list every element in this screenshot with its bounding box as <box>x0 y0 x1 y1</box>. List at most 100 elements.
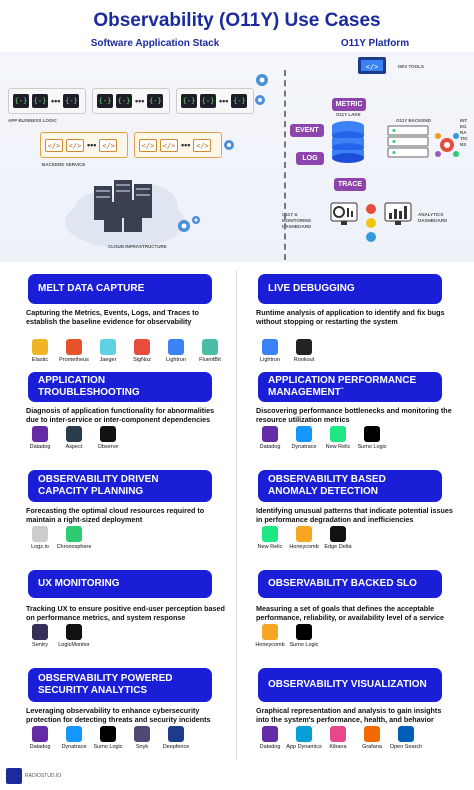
metric-tag: METRIC <box>332 98 366 111</box>
code-icon: </> <box>66 138 84 152</box>
app-logic-box-2: {-}{-}•••{-} <box>92 88 170 114</box>
tool-item: Jaeger <box>94 339 122 364</box>
honeycomb-icon <box>262 624 278 640</box>
tool-label: Elastic <box>31 357 49 363</box>
tool-item: Edge Delta <box>324 526 352 551</box>
tool-label: Deepfence <box>162 744 190 750</box>
jaeger-icon <box>100 339 116 355</box>
tool-list: Lightrun Rookout <box>256 339 318 364</box>
o11y-lake-database-icon <box>332 121 364 163</box>
datadog-icon <box>262 726 278 742</box>
section-title: OBSERVABILITY DRIVEN CAPACITY PLANNING <box>28 470 212 502</box>
datadog-icon <box>32 726 48 742</box>
lightrun-icon <box>262 339 278 355</box>
fluentbit-icon <box>202 339 218 355</box>
tool-item: Observe <box>94 426 122 451</box>
kibana-icon <box>330 726 346 742</box>
tool-list: Sentry LogicMonitor <box>26 624 90 649</box>
app-logic-box-3: {-}{-}•••{-} <box>176 88 254 114</box>
newrelic-icon <box>262 526 278 542</box>
tool-label: Kibana <box>329 744 347 750</box>
tool-item: Sumo Logic <box>93 726 123 751</box>
integrations-icon <box>435 133 459 157</box>
tool-item: Open Search <box>389 726 423 751</box>
logicmonitor-icon <box>66 624 82 640</box>
tool-label: SigNoz <box>133 357 151 363</box>
chronosphere-icon <box>66 526 82 542</box>
honeycomb-icon <box>296 526 312 542</box>
deepfence-icon <box>168 726 184 742</box>
tool-label: Aspect <box>65 444 83 450</box>
section-description: Discovering performance bottlenecks and … <box>256 406 452 424</box>
tool-label: Sumo Logic <box>93 744 123 750</box>
tool-label: New Relic <box>257 544 283 550</box>
tool-item: App Dynamics <box>286 726 322 751</box>
tool-item: Deepfence <box>162 726 190 751</box>
dynatrace-icon <box>66 726 82 742</box>
app-business-logic-label: APP BUSINESS LOGIC <box>8 118 57 123</box>
newrelic-icon <box>330 426 346 442</box>
section-title: OBSERVABILITY VISUALIZATION <box>258 668 442 702</box>
tool-label: Honeycomb <box>255 642 285 648</box>
tool-item: Snyk <box>128 726 156 751</box>
aspect-icon <box>66 426 82 442</box>
tool-item: Datadog <box>26 426 54 451</box>
code-icon: </> <box>99 138 118 152</box>
trace-tag: TRACE <box>334 178 366 191</box>
dev-tools-icon: </> <box>358 57 386 74</box>
section-description: Leveraging observability to enhance cybe… <box>26 706 211 724</box>
tool-label: Rookout <box>293 357 315 363</box>
tool-item: Honeycomb <box>255 624 285 649</box>
tool-item: Datadog <box>256 726 284 751</box>
tool-label: Datadog <box>259 744 281 750</box>
section-title: LIVE DEBUGGING <box>258 274 442 304</box>
backend-service-label: BACKEND SERVICE <box>42 162 86 167</box>
section-description: Graphical representation and analysis to… <box>256 706 442 724</box>
cloud-servers-icon <box>65 180 185 248</box>
tool-label: Lightrun <box>260 357 280 363</box>
tool-item: Lightrun <box>256 339 284 364</box>
tool-label: App Dynamics <box>286 744 322 750</box>
tool-item: Datadog <box>256 426 284 451</box>
observe-icon <box>100 426 116 442</box>
tool-label: Datadog <box>29 444 51 450</box>
section-title: OBSERVABILITY POWERED SECURITY ANALYTICS <box>28 668 212 702</box>
tool-list: New Relic Honeycomb Edge Delta <box>256 526 352 551</box>
tool-label: New Relic <box>325 444 351 450</box>
tool-label: Honeycomb <box>289 544 319 550</box>
prometheus-icon <box>66 339 82 355</box>
code-chip-icon: {-} <box>97 94 113 108</box>
appdynamics-icon <box>296 726 312 742</box>
code-chip-icon: {-} <box>32 94 48 108</box>
tool-label: Sentry <box>32 642 48 648</box>
datadog-icon <box>262 426 278 442</box>
tool-item: Honeycomb <box>289 526 319 551</box>
tool-label: Sumo Logic <box>357 444 387 450</box>
section-description: Measuring a set of goals that defines th… <box>256 604 445 622</box>
opensearch-icon <box>398 726 414 742</box>
o11y-backend-server-icon <box>387 125 429 158</box>
tool-item: New Relic <box>324 426 352 451</box>
section-title: OBSERVABILITY BACKED SLO <box>258 570 442 598</box>
tool-label: Jaeger <box>99 357 117 363</box>
rookout-icon <box>296 339 312 355</box>
section-description: Identifying unusual patterns that indica… <box>256 506 453 524</box>
tool-label: Prometheus <box>59 357 89 363</box>
tool-list: Datadog Aspect Observe <box>26 426 122 451</box>
footer: RADIOSTUD.IO <box>6 768 61 784</box>
o11y-lake-label: O11Y LAKE <box>336 112 361 117</box>
tool-label: Datadog <box>259 444 281 450</box>
section-description: Runtime analysis of application to ident… <box>256 308 445 326</box>
tool-label: Datadog <box>29 744 51 750</box>
lightrun-icon <box>168 339 184 355</box>
tool-label: Open Search <box>389 744 423 750</box>
radiostudio-logo-icon <box>6 768 22 784</box>
tool-item: LogicMonitor <box>58 624 90 649</box>
code-icon: </> <box>160 138 178 152</box>
backend-box-2: </></>•••</> <box>134 132 222 158</box>
tool-label: Observe <box>97 444 119 450</box>
section-title: OBSERVABILITY BASED ANOMALY DETECTION <box>258 470 442 502</box>
